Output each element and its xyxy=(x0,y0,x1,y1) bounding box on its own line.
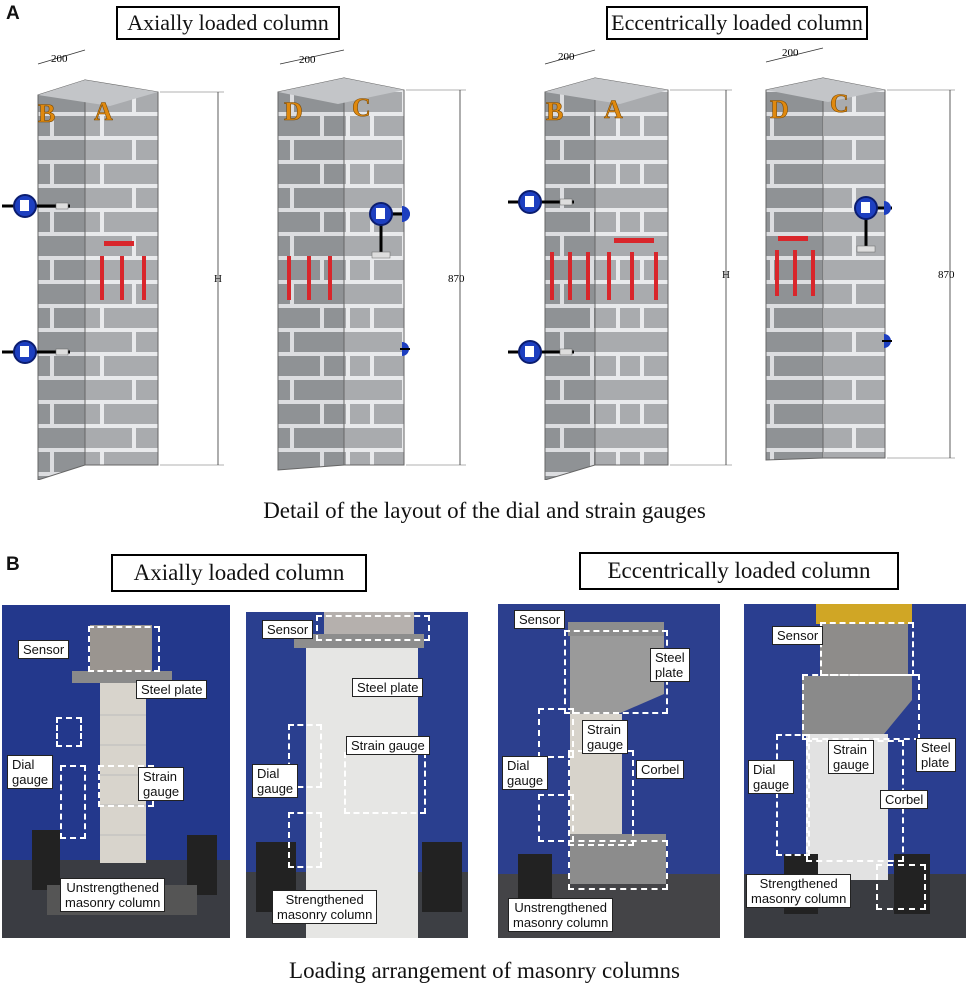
dim-width-200: 200 xyxy=(299,54,316,66)
panel-b-caption: Loading arrangement of masonry columns xyxy=(289,958,680,983)
dim-height-h: H xyxy=(214,273,222,285)
face-letter-c: C xyxy=(830,89,849,118)
dial-gauge-icon xyxy=(508,340,574,364)
label-steel-plate: Steel plate xyxy=(136,680,208,699)
face-letter-a: A xyxy=(94,97,113,126)
dim-width-200: 200 xyxy=(782,47,799,59)
panel-a-title-eccentric: Eccentrically loaded column xyxy=(606,6,868,40)
label-steel-plate: Steel plate xyxy=(352,678,424,697)
panel-b-letter: B xyxy=(6,554,20,575)
dim-height-870: 870 xyxy=(448,273,465,285)
panel-a-letter: A xyxy=(6,3,20,24)
panel-b-title-axial: Axially loaded column xyxy=(111,554,367,592)
label-sensor: Sensor xyxy=(262,620,314,639)
dial-gauge-icon xyxy=(369,202,410,259)
label-sensor: Sensor xyxy=(18,640,70,659)
face-letter-d: D xyxy=(770,95,789,124)
label-corbel: Corbel xyxy=(880,790,929,809)
column-ba-eccentric: B A 200 H xyxy=(508,49,732,480)
face-letter-b: B xyxy=(38,99,55,128)
column-dc-eccentric: D C 200 870 xyxy=(765,47,955,461)
face-letter-b: B xyxy=(546,97,563,126)
column-dc-axial: D C 200 870 xyxy=(277,49,466,471)
label-strain-gauge: Strain gauge xyxy=(346,736,430,755)
label-sensor: Sensor xyxy=(514,610,566,629)
dim-width-200: 200 xyxy=(558,51,575,63)
dim-height-h: H xyxy=(722,269,730,281)
label-corbel: Corbel xyxy=(636,760,685,779)
label-sensor: Sensor xyxy=(772,626,824,645)
dial-gauge-icon xyxy=(508,190,574,214)
face-letter-c: C xyxy=(352,93,371,122)
dim-height-870: 870 xyxy=(938,269,955,281)
face-letter-d: D xyxy=(284,97,303,126)
panel-b-title-eccentric: Eccentrically loaded column xyxy=(579,552,899,590)
panel-a-title-axial: Axially loaded column xyxy=(116,6,340,40)
dial-gauge-icon xyxy=(2,340,70,364)
panel-a-caption: Detail of the layout of the dial and str… xyxy=(263,498,706,523)
face-letter-a: A xyxy=(604,95,623,124)
dim-width-200: 200 xyxy=(51,53,68,65)
dial-gauge-icon xyxy=(2,194,70,218)
gauge-layout-diagram: B A 200 H D C xyxy=(2,47,955,480)
dial-gauge-icon xyxy=(854,196,892,253)
column-ba-axial: B A 200 H xyxy=(2,49,224,480)
